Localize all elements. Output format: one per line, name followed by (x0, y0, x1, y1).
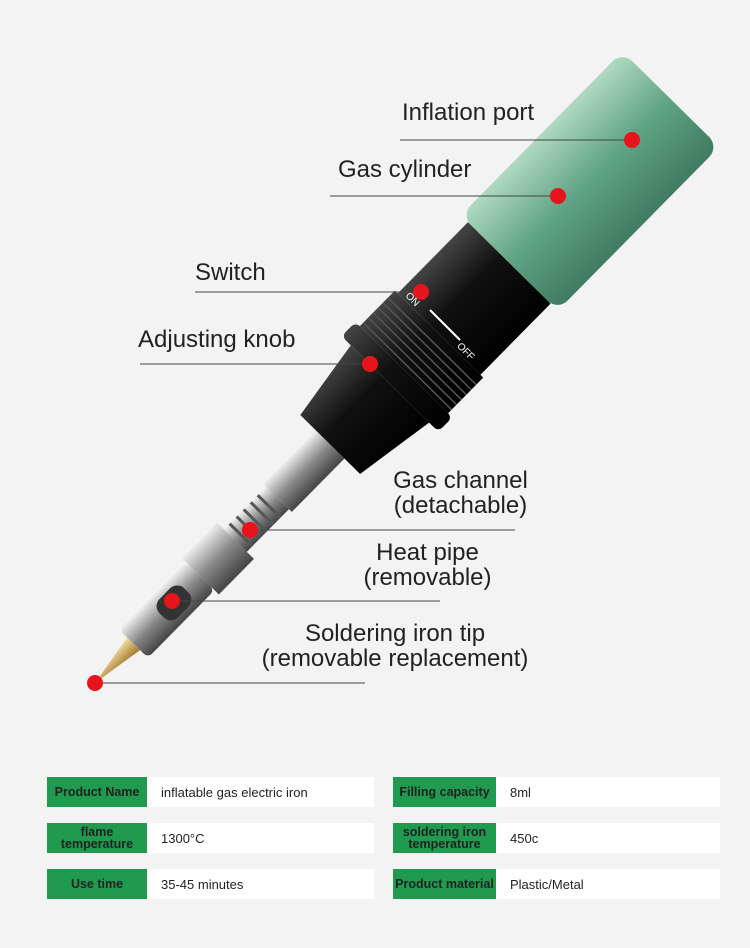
label-gas-channel: Gas channel(detachable) (388, 468, 533, 518)
label-adjusting-knob: Adjusting knob (138, 326, 296, 353)
knob-knurling (362, 297, 477, 411)
label-soldering-tip-note: (removable replacement) (261, 645, 529, 672)
label-heat-pipe-note: (removable) (363, 564, 492, 591)
switch-ring (397, 222, 551, 375)
spec-key: soldering iron temperature (393, 823, 496, 853)
spec-key: Product material (393, 869, 496, 899)
label-gas-channel-title: Gas channel (393, 467, 528, 494)
label-soldering-tip: Soldering iron tip(removable replacement… (250, 621, 540, 671)
spec-key: Use time (47, 869, 147, 899)
leader-lines (95, 139, 632, 684)
switch-arrow-icon (429, 309, 461, 341)
spec-value: 35-45 minutes (147, 869, 374, 899)
spec-value: inflatable gas electric iron (147, 777, 374, 807)
gas-cylinder-body (466, 57, 714, 305)
spec-key: Product Name (47, 777, 147, 807)
label-heat-pipe-title: Heat pipe (376, 539, 479, 566)
label-switch: Switch (195, 259, 266, 286)
spec-value: 450c (496, 823, 720, 853)
gas-channel-tube (263, 430, 345, 512)
tip-part (95, 637, 141, 683)
knob-collar (343, 324, 450, 430)
hex-nut (181, 522, 254, 595)
heat-pipe-spring (228, 494, 282, 548)
spec-key: flame temperature (47, 823, 147, 853)
spec-value: 8ml (496, 777, 720, 807)
spec-value: Plastic/Metal (496, 869, 720, 899)
spec-key: Filling capacity (393, 777, 496, 807)
knob (359, 290, 484, 414)
label-gas-channel-note: (detachable) (393, 492, 528, 519)
marker-dots (87, 132, 640, 691)
spec-value: 1300°C (147, 823, 374, 853)
label-soldering-tip-title: Soldering iron tip (304, 620, 486, 647)
label-heat-pipe: Heat pipe(removable) (355, 540, 500, 590)
body-cone (300, 345, 430, 474)
label-gas-cylinder: Gas cylinder (338, 156, 472, 183)
label-inflation-port: Inflation port (402, 99, 535, 126)
